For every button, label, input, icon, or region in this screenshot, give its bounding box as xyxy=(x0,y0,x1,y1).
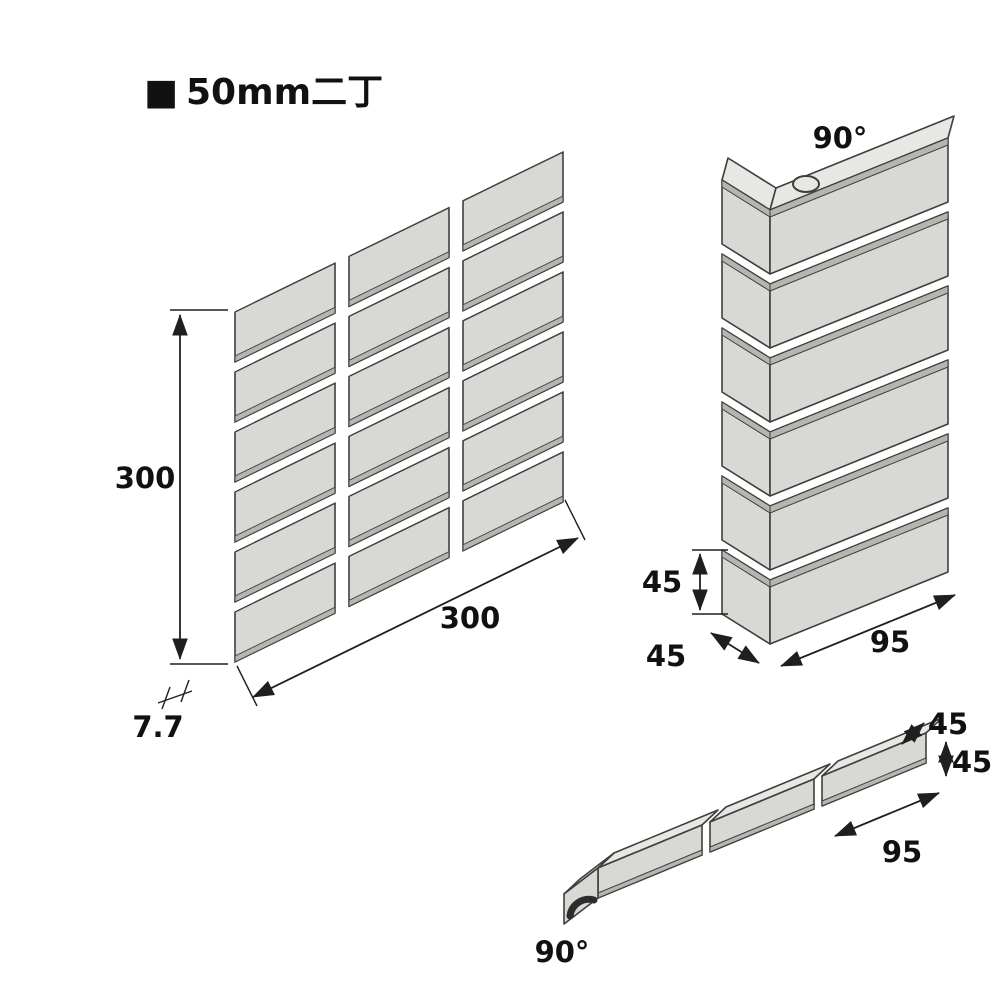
strip-angle-label: 90° xyxy=(535,935,590,969)
sheet-tile-edge xyxy=(462,315,564,372)
strip-corner-arc-icon xyxy=(566,895,598,920)
corner-angle-arc-icon xyxy=(792,175,820,193)
sheet-tile-edge xyxy=(234,366,336,423)
sheet-tile-edge xyxy=(348,371,450,427)
sheet-tile-edge xyxy=(462,195,564,252)
title-block: ■ 50mm二丁 xyxy=(144,72,383,113)
sheet-width-dim-line xyxy=(252,537,579,698)
corner-diagram: 90° 45 45 95 xyxy=(642,115,956,673)
sheet-tile-edge xyxy=(462,375,564,432)
sheet-width-ext-left xyxy=(236,665,258,707)
corner-angle-label: 90° xyxy=(813,121,868,155)
strip-length-dim-label: 95 xyxy=(882,835,922,869)
sheet-thickness-tick-right xyxy=(180,679,190,703)
sheet-thickness-tick-left xyxy=(161,686,171,710)
tile-sheet xyxy=(234,151,564,663)
corner-height-dim-label: 45 xyxy=(642,565,682,599)
corner-width-dim-label: 95 xyxy=(870,625,910,659)
sheet-width-ext-right xyxy=(564,499,586,541)
title-square-icon: ■ xyxy=(144,72,178,113)
sheet-width-dim-label: 300 xyxy=(440,601,501,635)
sheet-tile-edge xyxy=(348,251,450,307)
corner-depth-dim-label: 45 xyxy=(646,639,686,673)
sheet-tile-edge xyxy=(234,306,336,363)
strip-tile-row xyxy=(597,717,943,899)
corner-tile-right-edge xyxy=(769,359,949,440)
corner-tile-right-edge xyxy=(769,507,949,588)
corner-tile-right-edge xyxy=(769,433,949,514)
sheet-height-dim-label: 300 xyxy=(115,461,176,495)
strip-diagram: 90° 45 45 95 xyxy=(535,707,993,969)
strip-tile-edge xyxy=(709,803,815,853)
sheet-diagram: 300 300 7.7 xyxy=(115,151,586,744)
sheet-tile-edge xyxy=(234,426,336,483)
sheet-tile-edge xyxy=(348,311,450,367)
sheet-tile-edge xyxy=(348,431,450,487)
corner-width-dim-line xyxy=(780,594,956,667)
corner-tile-right-edge xyxy=(769,137,949,218)
strip-height-dim-label: 45 xyxy=(952,745,992,779)
strip-depth-dim-label: 45 xyxy=(928,707,968,741)
strip-depth-dim-line xyxy=(901,722,925,745)
corner-tile-stack xyxy=(721,137,949,645)
sheet-tile-edge xyxy=(462,435,564,492)
corner-depth-dim-line xyxy=(710,632,760,664)
sheet-thickness-dim-label: 7.7 xyxy=(132,710,183,744)
sheet-thickness-bridge xyxy=(157,690,193,704)
page-title: 50mm二丁 xyxy=(186,72,383,113)
sheet-tile-edge xyxy=(234,486,336,543)
strip-length-dim-line xyxy=(834,792,940,837)
corner-tile-right-edge xyxy=(769,211,949,292)
sheet-tile-edge xyxy=(462,255,564,312)
corner-tile-right-edge xyxy=(769,285,949,366)
